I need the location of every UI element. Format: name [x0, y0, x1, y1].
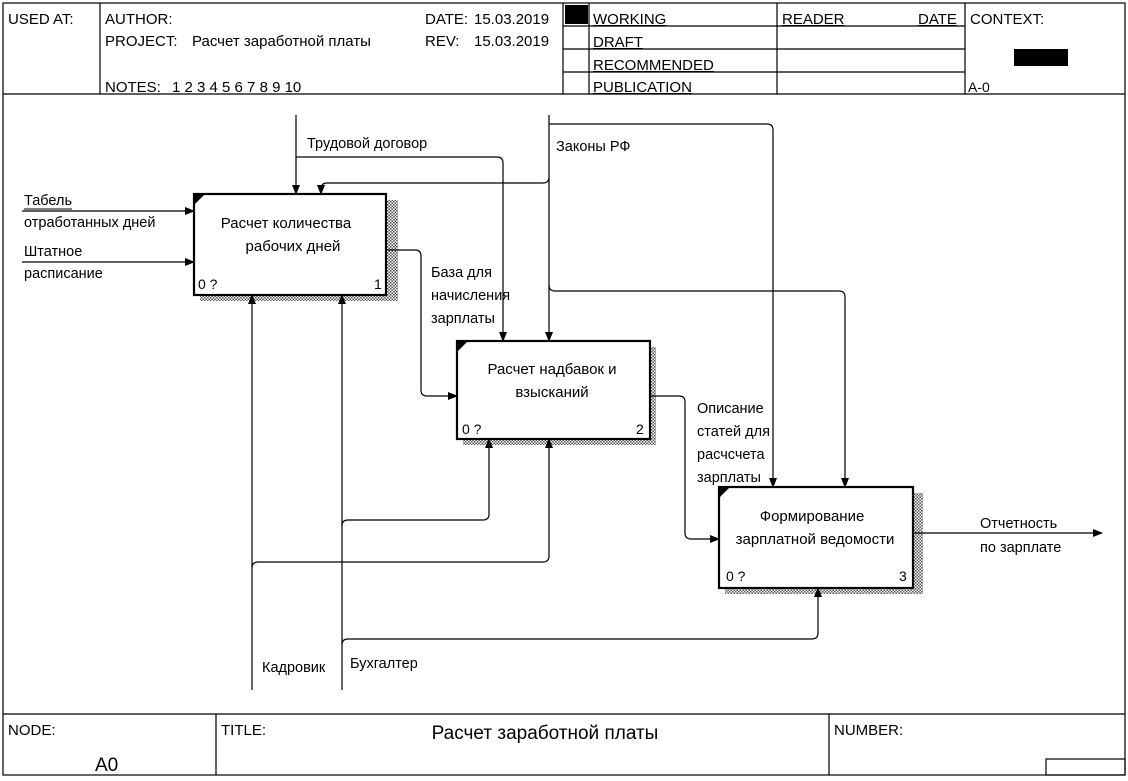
used-at-label: USED AT: [8, 11, 74, 28]
context-thumbnail [1014, 49, 1068, 66]
label-base-line2: начисления [431, 288, 510, 304]
status-working[interactable]: WORKING [593, 11, 666, 28]
footer-frame [3, 713, 1126, 776]
title-label: TITLE: [221, 722, 266, 739]
arrow-base[interactable] [386, 249, 458, 400]
working-status-marker [565, 5, 588, 24]
arrow-hr-to-box2[interactable] [251, 438, 553, 569]
label-report-line2: по зарплате [980, 540, 1061, 556]
label-accountant: Бухгалтер [350, 656, 418, 672]
arrow-laws-to-box1[interactable] [317, 176, 550, 195]
activity-box-3[interactable] [717, 485, 915, 590]
arrow-laws-to-box3-b[interactable] [548, 284, 849, 488]
label-description-line4: зарплаты [697, 470, 761, 486]
label-base-line1: База для [431, 265, 492, 281]
activity-box-1[interactable] [192, 192, 388, 297]
arrow-laws-to-box3-a[interactable] [549, 123, 777, 488]
label-tabel-line1: Табель [24, 193, 72, 209]
project-label: PROJECT: [105, 33, 178, 50]
label-tabel-line2: отработанных дней [24, 215, 155, 231]
label-contract: Трудовой договор [307, 136, 427, 152]
context-label: CONTEXT: [970, 11, 1044, 28]
reader-date-label: DATE [918, 11, 957, 28]
node-value: A0 [95, 755, 118, 776]
box-3-title-line2: зарплатной ведомости [736, 531, 895, 548]
status-publication[interactable]: PUBLICATION [593, 79, 692, 96]
date-value: 15.03.2019 [474, 11, 549, 28]
box-2-title-line1: Расчет надбавок и [487, 361, 616, 378]
reader-label: READER [782, 11, 845, 28]
label-base-line3: зарплаты [431, 311, 495, 327]
label-description-line2: статей для [697, 424, 770, 440]
status-draft[interactable]: DRAFT [593, 34, 643, 51]
number-label: NUMBER: [834, 722, 903, 739]
rev-label: REV: [425, 33, 459, 50]
node-label: NODE: [8, 722, 56, 739]
notes-value: 1 2 3 4 5 6 7 8 9 10 [172, 79, 301, 96]
arrow-description[interactable] [650, 395, 720, 543]
arrow-accountant-to-box3[interactable] [341, 587, 822, 646]
box-3-cost: 0 ? [726, 568, 746, 584]
arrow-accountant-to-box2[interactable] [341, 438, 493, 527]
label-staff-line1: Штатное [24, 244, 82, 260]
label-report-line1: Отчетность [980, 516, 1057, 532]
label-description-line1: Описание [697, 401, 764, 417]
context-node: A-0 [968, 79, 990, 95]
box-1-title-line1: Расчет количества [221, 215, 352, 232]
box-1-number: 1 [374, 276, 382, 292]
label-staff-line2: расписание [24, 266, 103, 282]
label-description-line3: расчсчета [697, 447, 765, 463]
box-2-cost: 0 ? [462, 421, 482, 437]
label-laws: Законы РФ [556, 139, 630, 155]
box-3-number: 3 [899, 568, 907, 584]
label-hr: Кадровик [262, 660, 326, 676]
date-label: DATE: [425, 11, 468, 28]
status-recommended[interactable]: RECOMMENDED [593, 57, 714, 74]
box-2-title-line2: взысканий [515, 384, 588, 401]
box-1-title-line2: рабочих дней [246, 238, 341, 255]
project-value: Расчет заработной платы [192, 33, 371, 50]
box-3-title-line1: Формирование [760, 508, 865, 525]
activity-box-2[interactable] [455, 339, 652, 441]
rev-value: 15.03.2019 [474, 33, 549, 50]
box-1-cost: 0 ? [198, 276, 218, 292]
author-label: AUTHOR: [105, 11, 173, 28]
arrow-contract-to-box2[interactable] [296, 156, 507, 342]
diagram-title: Расчет заработной платы [432, 723, 659, 744]
notes-label: NOTES: [105, 79, 161, 96]
box-2-number: 2 [636, 421, 644, 437]
